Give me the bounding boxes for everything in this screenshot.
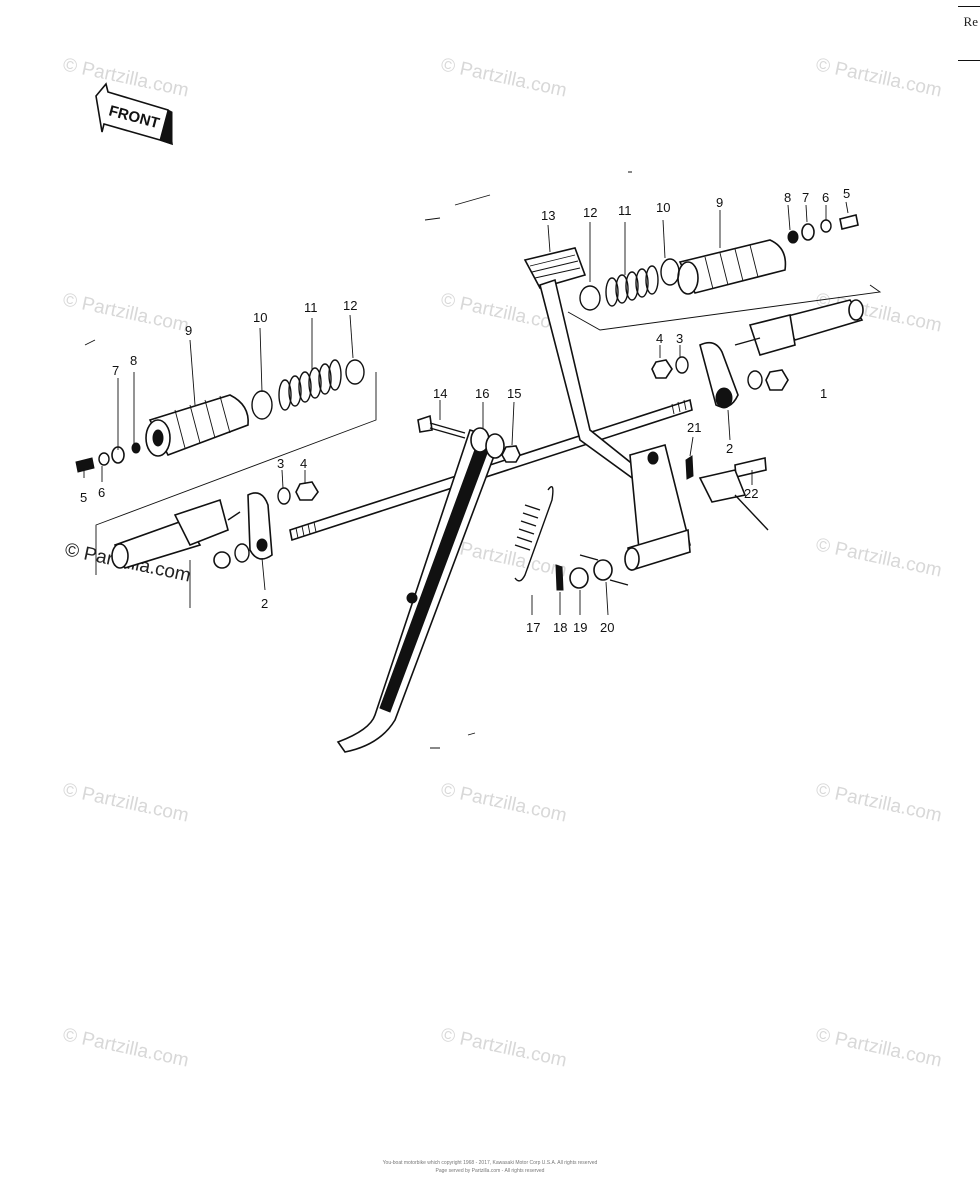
watermark: © Partzilla.com [61, 779, 191, 826]
part-label: 3 [277, 456, 284, 471]
watermark: © Partzilla.com [61, 289, 191, 336]
part-label: 5 [80, 490, 87, 505]
arm-left-hole [256, 538, 268, 552]
return-spring-20 [579, 554, 629, 586]
watermark: © Partzilla.com [61, 1024, 191, 1071]
part-label: 17 [526, 620, 540, 635]
part-label: 6 [822, 190, 829, 205]
stray-mark [84, 171, 632, 749]
part-label: 14 [433, 386, 447, 401]
cotter-pin [555, 564, 564, 591]
front-arrow-badge: FRONT [95, 82, 173, 146]
part-label: 8 [784, 190, 791, 205]
part-label: 8 [130, 353, 137, 368]
watermark: © Partzilla.com [439, 779, 569, 826]
part-label: 6 [98, 485, 105, 500]
clip-left [251, 390, 273, 420]
washer-6-left [98, 452, 110, 466]
pin-21 [685, 455, 694, 480]
watermark: © Partzilla.com [439, 54, 569, 101]
part-label: 7 [802, 190, 809, 205]
pin-8-right [787, 230, 799, 244]
watermarks: © Partzilla.com © Partzilla.com © Partzi… [61, 54, 944, 1071]
washer-6-right [820, 219, 832, 233]
leader-line-right [567, 284, 882, 331]
watermark: © Partzilla.com [814, 1024, 944, 1071]
washer-19 [569, 567, 589, 589]
footpeg-rubber-right [677, 239, 787, 295]
part-label: 15 [507, 386, 521, 401]
clip-right [660, 258, 680, 286]
part-label: 3 [676, 331, 683, 346]
watermark: © Partzilla.com [814, 54, 944, 101]
spring-left [278, 359, 342, 411]
bolt-left [75, 457, 95, 473]
washer-right [579, 285, 601, 311]
part-label: 5 [843, 186, 850, 201]
nut-4-left [295, 481, 319, 501]
footer-line-2: Page served by Partzilla.com - All right… [435, 1168, 545, 1174]
part-label: 2 [726, 441, 733, 456]
washer-left-1 [234, 543, 250, 563]
corner-rule-top [958, 6, 980, 7]
part-label: 4 [300, 456, 307, 471]
nut-right-2 [765, 369, 789, 391]
part-label: 4 [656, 331, 663, 346]
side-stand [336, 427, 505, 753]
watermark: © Partzilla.com [814, 779, 944, 826]
watermark: © Partzilla.com [814, 534, 944, 581]
stand-nut [501, 445, 521, 463]
spring-right [605, 265, 659, 307]
part-label: 11 [618, 203, 632, 218]
washer-3-left [277, 487, 291, 505]
part-label: 10 [656, 200, 670, 215]
nut-left-1 [213, 551, 231, 569]
part-label: 9 [185, 323, 192, 338]
arm-right [699, 341, 739, 409]
part-label: 1 [820, 386, 827, 401]
stand-spring [514, 486, 554, 582]
part-label: 19 [573, 620, 587, 635]
watermark: © Partzilla.com [61, 54, 191, 101]
rod-thread-right [671, 399, 687, 415]
corner-label: Re [963, 14, 978, 29]
stand-bolt [417, 414, 466, 439]
part-label: 12 [583, 205, 597, 220]
leader-line-left [95, 372, 377, 575]
bolt-right [839, 214, 859, 230]
part-labels: 7 8 9 10 11 12 5 6 3 4 2 14 16 15 13 12 … [80, 186, 850, 635]
nut-4-right [651, 359, 673, 379]
part-label: 10 [253, 310, 267, 325]
washer-3-right [675, 356, 689, 374]
pin-8-left [131, 442, 141, 454]
part-leaders [83, 201, 849, 616]
washer-7-right [801, 223, 815, 241]
corner-rule-bottom [958, 60, 980, 61]
footpeg-rubber-left [145, 394, 249, 457]
part-label: 18 [553, 620, 567, 635]
part-label: 2 [261, 596, 268, 611]
washer-right-2 [747, 370, 763, 390]
part-label: 7 [112, 363, 119, 378]
part-label: 16 [475, 386, 489, 401]
washer-left [345, 359, 365, 385]
part-label: 12 [343, 298, 357, 313]
footer-line-1: You-boat motorbike which copyright 1968 … [382, 1160, 598, 1166]
part-label: 11 [304, 300, 318, 315]
brake-pedal [523, 247, 691, 572]
part-label: 21 [687, 420, 701, 435]
part-label: 22 [744, 486, 758, 501]
part-label: 20 [600, 620, 614, 635]
rod-thread-left [295, 521, 317, 539]
brake-rod-end [698, 469, 769, 531]
footpeg-bracket-right [734, 299, 864, 356]
watermark: © Partzilla.com [439, 1024, 569, 1071]
footpeg-bracket-left [111, 498, 241, 569]
clevis-pin-22 [734, 457, 767, 478]
part-label: 9 [716, 195, 723, 210]
part-label: 13 [541, 208, 555, 223]
